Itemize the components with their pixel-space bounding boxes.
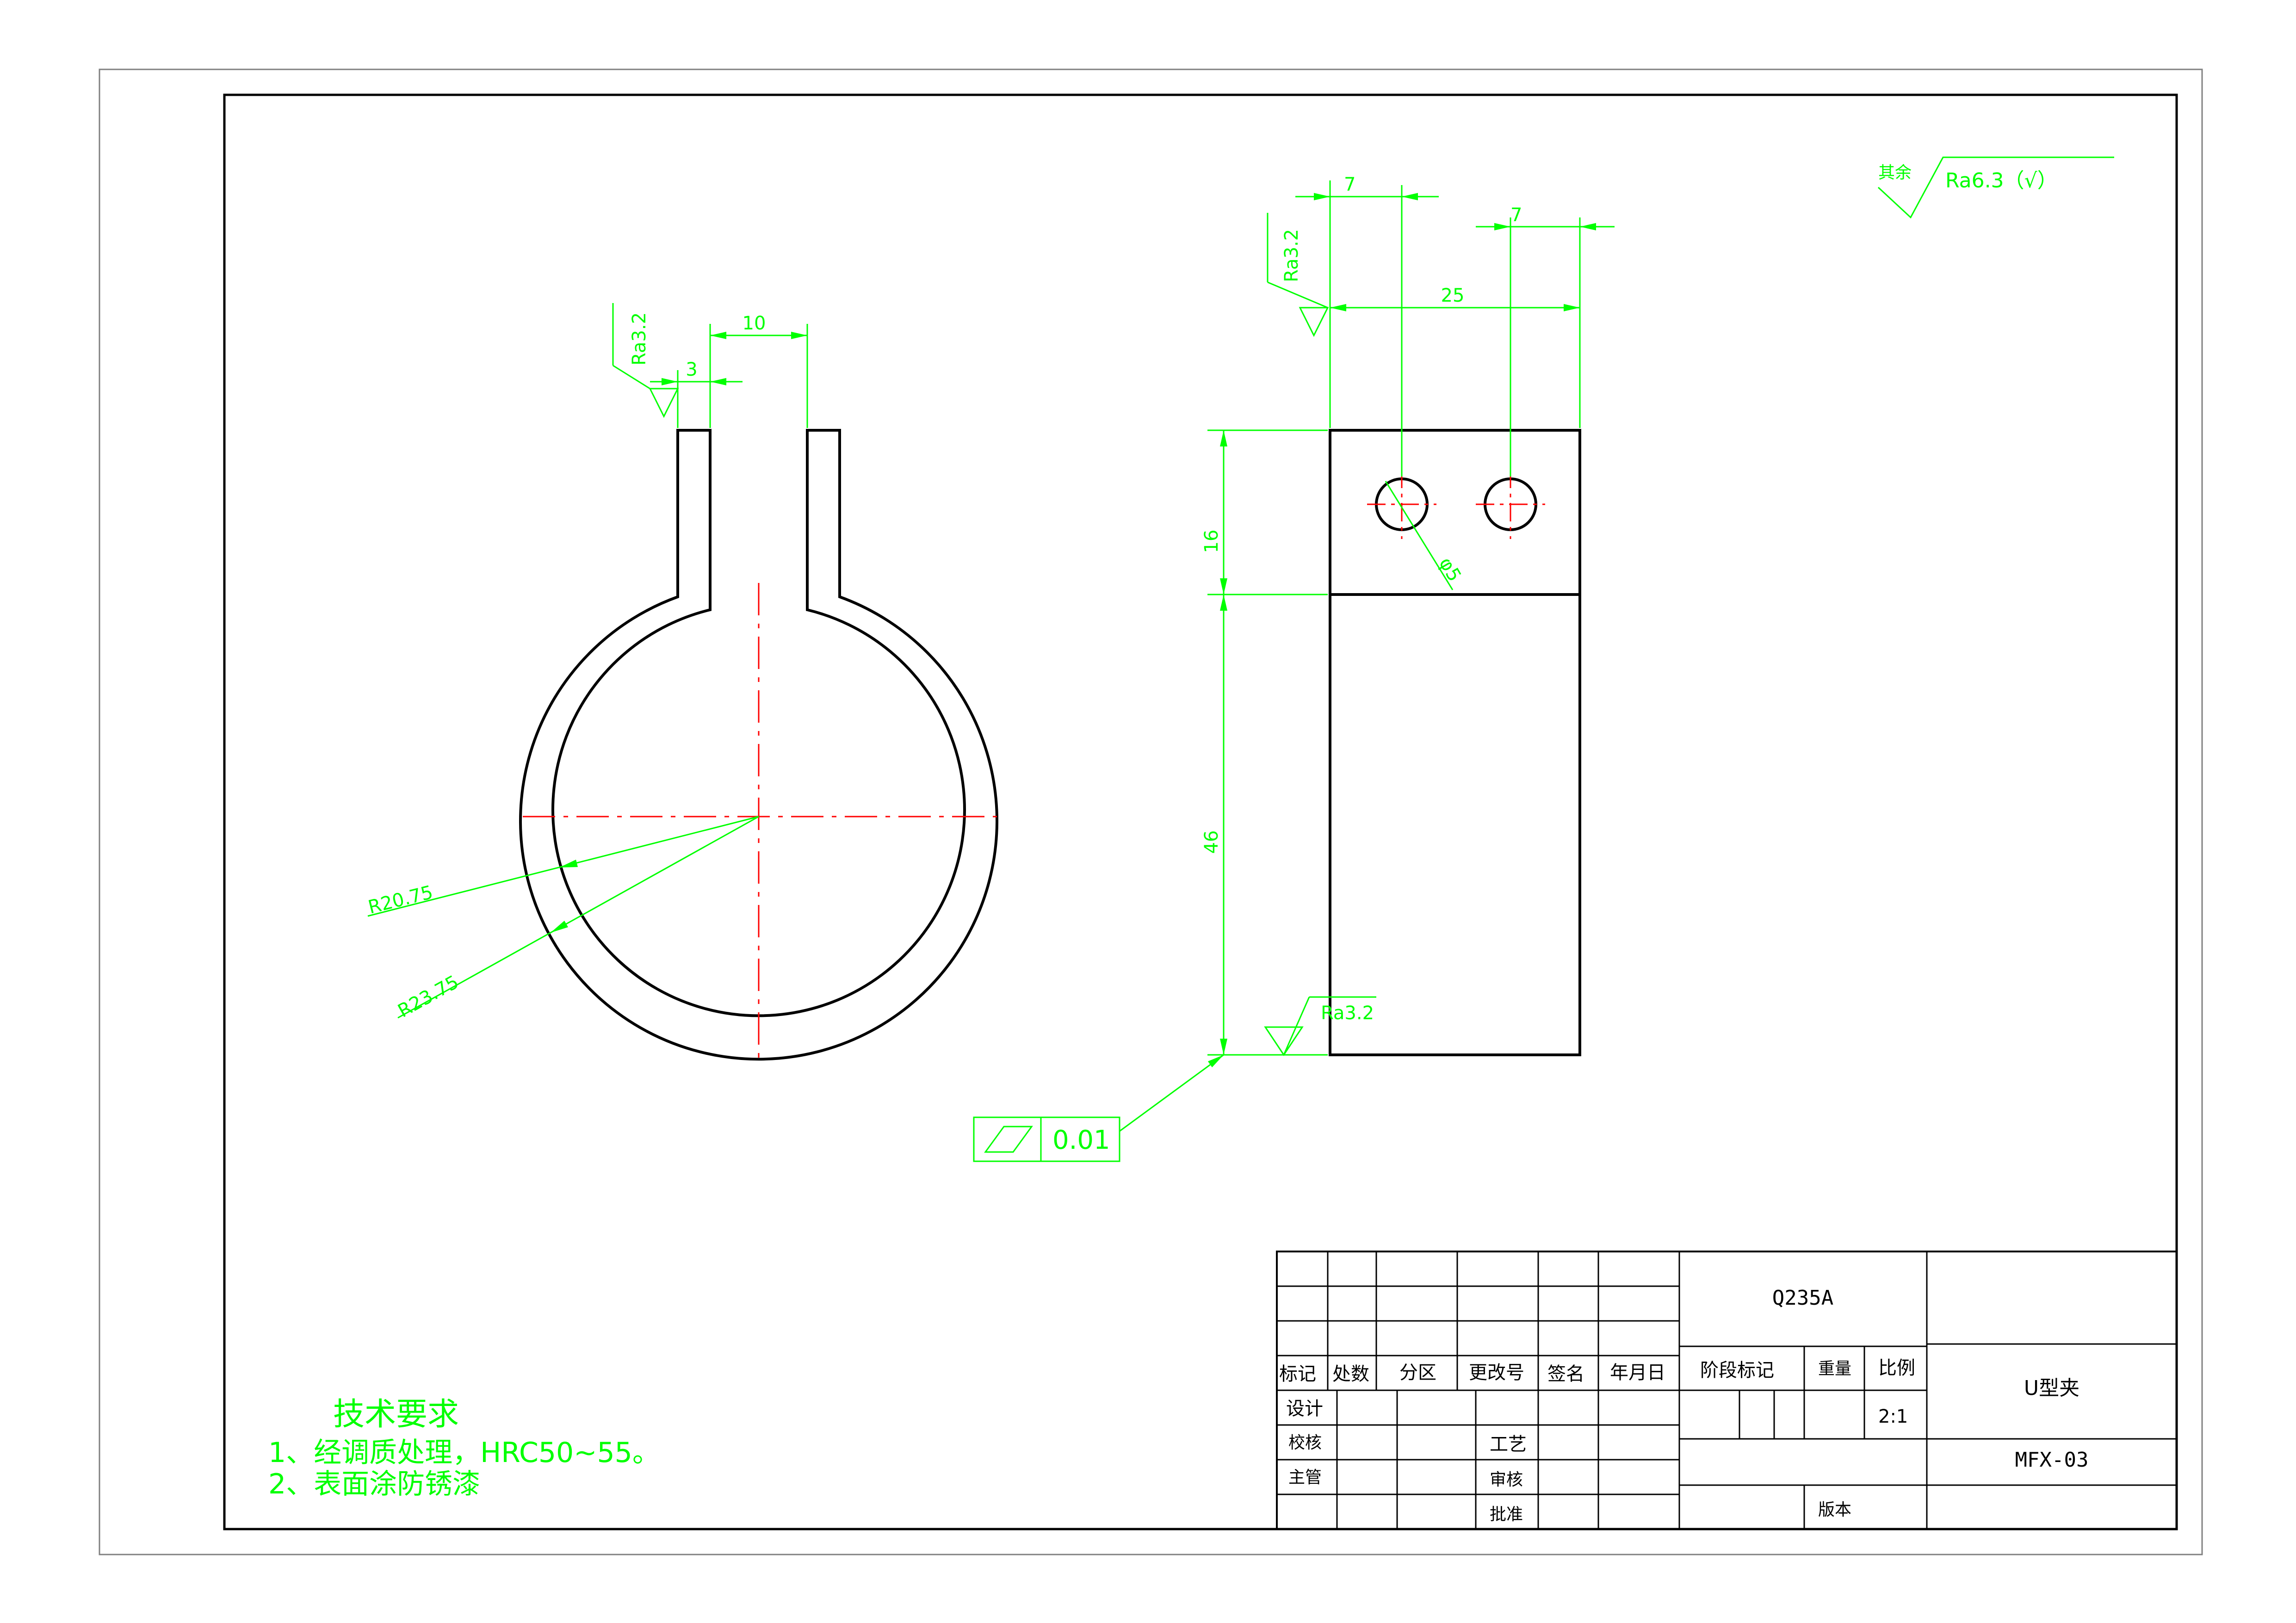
side-view-outline: [1329, 429, 1581, 1056]
dim-height-bottom: 46: [1201, 830, 1222, 854]
dim-arrow: [1314, 193, 1330, 200]
dim-outer-radius: R23.75: [395, 972, 463, 1022]
tb-header-count: 处数: [1332, 1363, 1369, 1385]
roughness-leader: [1267, 281, 1328, 309]
dim-hole-diameter: φ5: [1435, 554, 1465, 585]
dim-arrow: [551, 921, 568, 933]
hole-diameter-leader: [1385, 481, 1454, 590]
roughness-left-top: Ra3.2: [629, 312, 650, 365]
dim-arrow: [1220, 1039, 1227, 1055]
dim-arrow: [1330, 304, 1346, 311]
side-view: φ5 7 7 25 Ra3.2 16: [973, 174, 1615, 1162]
tech-req-item: 1、经调质处理，HRC50~55。: [268, 1437, 660, 1469]
tech-req-item: 2、表面涂防锈漆: [268, 1468, 480, 1500]
tb-header-signature: 签名: [1547, 1363, 1584, 1385]
roughness-right-bottom: Ra3.2: [1321, 1003, 1374, 1024]
tolerance-leader: [1119, 1054, 1224, 1132]
dim-arrow: [1220, 578, 1227, 595]
tb-part-name: U型夹: [2024, 1376, 2079, 1400]
technical-requirements: 技术要求 1、经调质处理，HRC50~55。 2、表面涂防锈漆: [268, 1396, 660, 1500]
drawing-border: [223, 93, 2178, 1530]
radius-leader-outer: [397, 816, 759, 1019]
front-view-outer-contour: [519, 429, 998, 1061]
tb-review: 审核: [1490, 1470, 1523, 1489]
tb-design: 设计: [1286, 1398, 1323, 1419]
tb-version: 版本: [1818, 1500, 1851, 1519]
dim-inner-radius: R20.75: [366, 882, 435, 918]
tb-header-date: 年月日: [1610, 1362, 1665, 1383]
tb-stage-mark: 阶段标记: [1700, 1360, 1774, 1381]
dim-arrow: [1208, 1055, 1224, 1067]
front-view: 10 3 Ra3.2 R20.75 R23.75: [366, 303, 998, 1061]
tb-header-change: 更改号: [1469, 1362, 1524, 1383]
flatness-icon: [984, 1126, 1033, 1153]
dim-wall-thickness: 3: [686, 359, 697, 380]
dim-arrow: [710, 378, 726, 385]
tb-approve: 批准: [1490, 1505, 1523, 1524]
dim-arrow: [710, 332, 726, 339]
dim-width: 25: [1441, 285, 1465, 306]
roughness-general-symbol: [1877, 156, 2114, 219]
roughness-symbol: [1264, 1026, 1304, 1056]
tb-scale-value: 2:1: [1878, 1406, 1908, 1427]
tb-header-mark: 标记: [1279, 1363, 1316, 1385]
dim-arrow: [1580, 223, 1596, 230]
tb-weight: 重量: [1818, 1359, 1851, 1378]
tb-process: 工艺: [1490, 1434, 1527, 1455]
dim-arrow: [1220, 595, 1227, 611]
dim-arrow: [1564, 304, 1580, 311]
roughness-general-label: 其余: [1878, 163, 1912, 182]
dim-arrow: [662, 378, 678, 385]
title-block: 标记 处数 分区 更改号 签名 年月日 设计 校核 主管 工艺 审核 批准 Q2…: [1276, 1251, 2178, 1530]
tb-check: 校核: [1288, 1433, 1322, 1452]
outer-frame: [99, 68, 2203, 1555]
roughness-general-value: Ra6.3（√）: [1945, 169, 2058, 192]
dim-arrow: [559, 860, 578, 867]
roughness-right-top: Ra3.2: [1281, 229, 1302, 282]
roughness-symbol: [1299, 307, 1329, 337]
dim-hole-offset-right: 7: [1510, 204, 1522, 226]
tb-material: Q235A: [1772, 1286, 1833, 1310]
tolerance-value: 0.01: [1052, 1125, 1110, 1155]
tb-header-zone: 分区: [1399, 1362, 1436, 1383]
roughness-leader: [613, 365, 650, 390]
roughness-leader: [1283, 997, 1310, 1055]
dim-slot-width: 10: [743, 313, 766, 334]
dim-height-top: 16: [1201, 530, 1222, 553]
dim-arrow: [1402, 193, 1418, 200]
tb-supervisor: 主管: [1288, 1468, 1322, 1487]
dim-arrow: [1220, 430, 1227, 446]
tech-req-title: 技术要求: [333, 1396, 459, 1433]
dim-arrow: [1494, 223, 1510, 230]
tb-scale-label: 比例: [1878, 1357, 1915, 1379]
general-roughness: 其余 Ra6.3（√）: [1877, 156, 2114, 219]
roughness-symbol: [649, 388, 679, 418]
tolerance-frame: [973, 1116, 1120, 1162]
dim-hole-offset-left: 7: [1344, 174, 1355, 195]
tb-drawing-number: MFX-03: [2015, 1448, 2089, 1472]
dim-arrow: [791, 332, 807, 339]
